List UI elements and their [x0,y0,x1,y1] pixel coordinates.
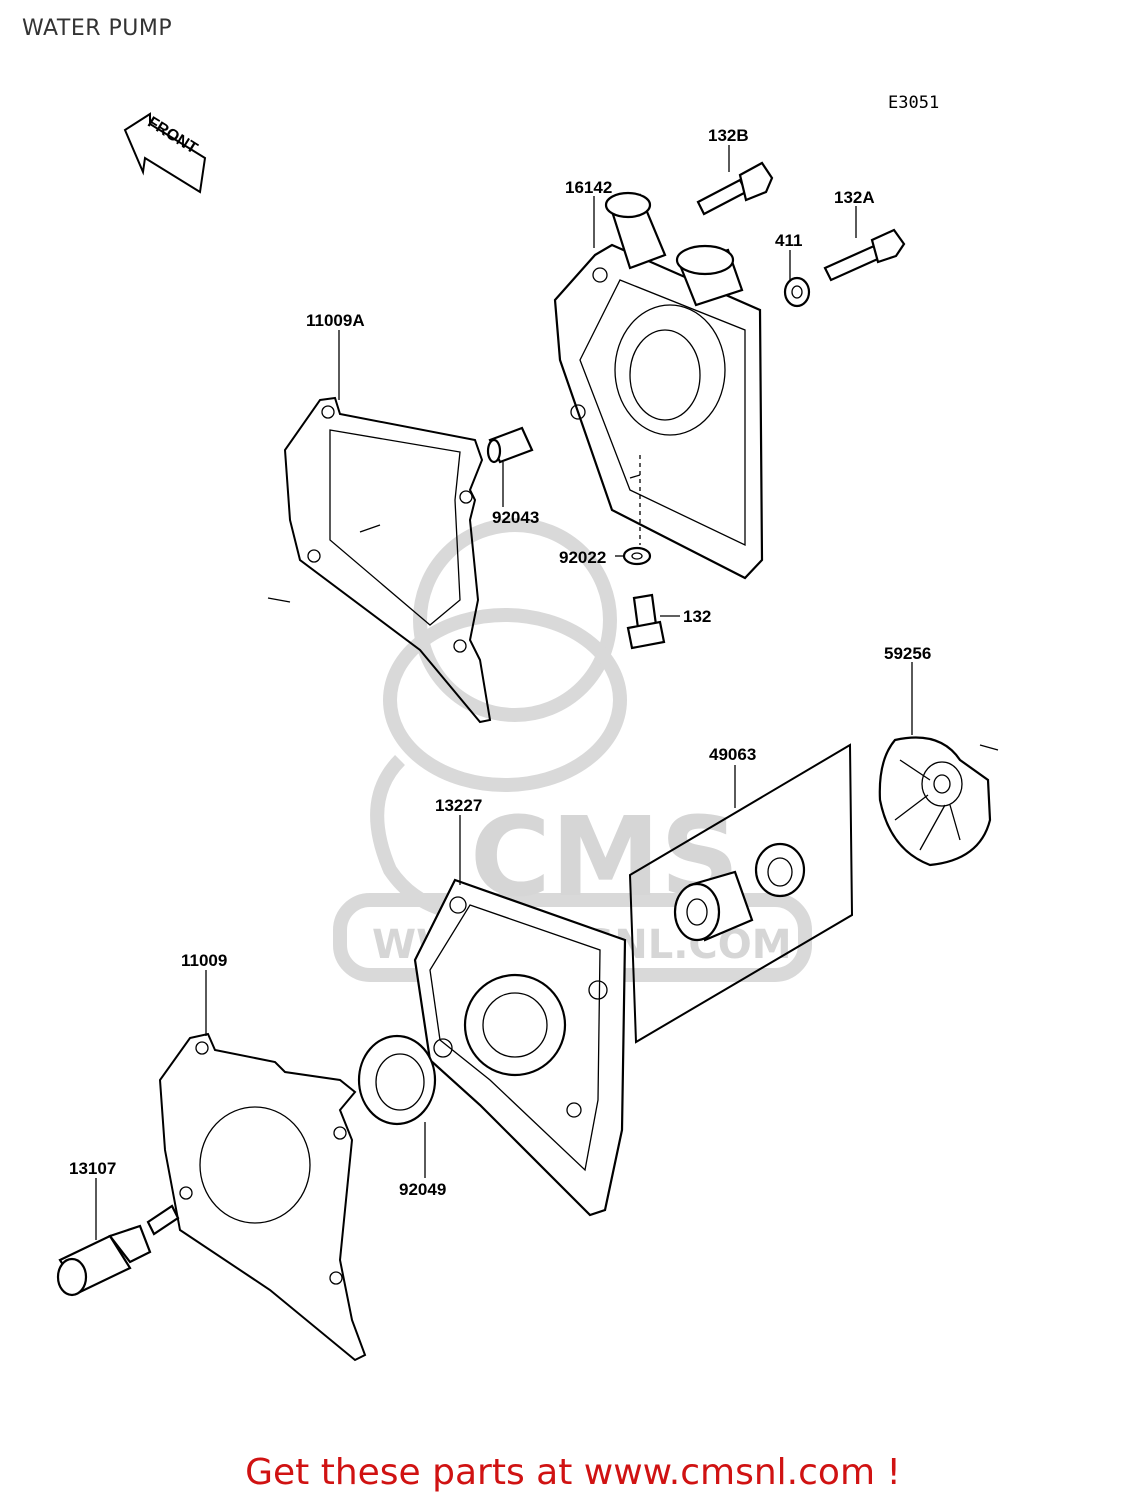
label-411: 411 [775,231,802,250]
pump-cover-16142 [553,191,764,580]
front-label: FRONT [145,114,201,158]
parts-diagram: CMS WWW.CMSNL.COM E3051 FRONT [56,93,999,1362]
gasket-11009 [158,1032,367,1362]
seal-kit-box [628,743,854,1044]
label-13107: 13107 [69,1159,116,1178]
bolt-132 [626,593,666,650]
label-16142: 16142 [565,178,612,197]
label-13227: 13227 [435,796,482,815]
housing-13227 [413,878,627,1217]
label-92043: 92043 [492,508,539,527]
label-11009: 11009 [181,951,227,970]
label-132: 132 [683,607,711,626]
mechanical-seal-49063 [673,842,806,942]
label-92049: 92049 [399,1180,446,1199]
oil-seal-92049 [357,1034,437,1126]
label-132b: 132B [708,126,749,145]
bolt-132b [696,161,774,216]
label-132a: 132A [834,188,875,207]
label-59256: 59256 [884,644,931,663]
leader-lines [95,145,999,1240]
label-92022: 92022 [559,548,606,567]
gasket-11009a [283,396,492,724]
front-arrow-icon: FRONT [123,112,207,194]
bolt-132a [823,228,906,282]
washer-92022 [622,546,652,566]
label-11009a: 11009A [306,311,365,330]
impeller-59256 [878,736,992,867]
dowel-92043 [486,426,534,464]
page-title: WATER PUMP [22,16,173,41]
washer-411 [783,276,811,308]
shaft-13107 [56,1204,180,1297]
label-49063: 49063 [709,745,756,764]
ref-code: E3051 [888,93,939,113]
footer-link[interactable]: Get these parts at www.cmsnl.com ! [245,1452,901,1493]
